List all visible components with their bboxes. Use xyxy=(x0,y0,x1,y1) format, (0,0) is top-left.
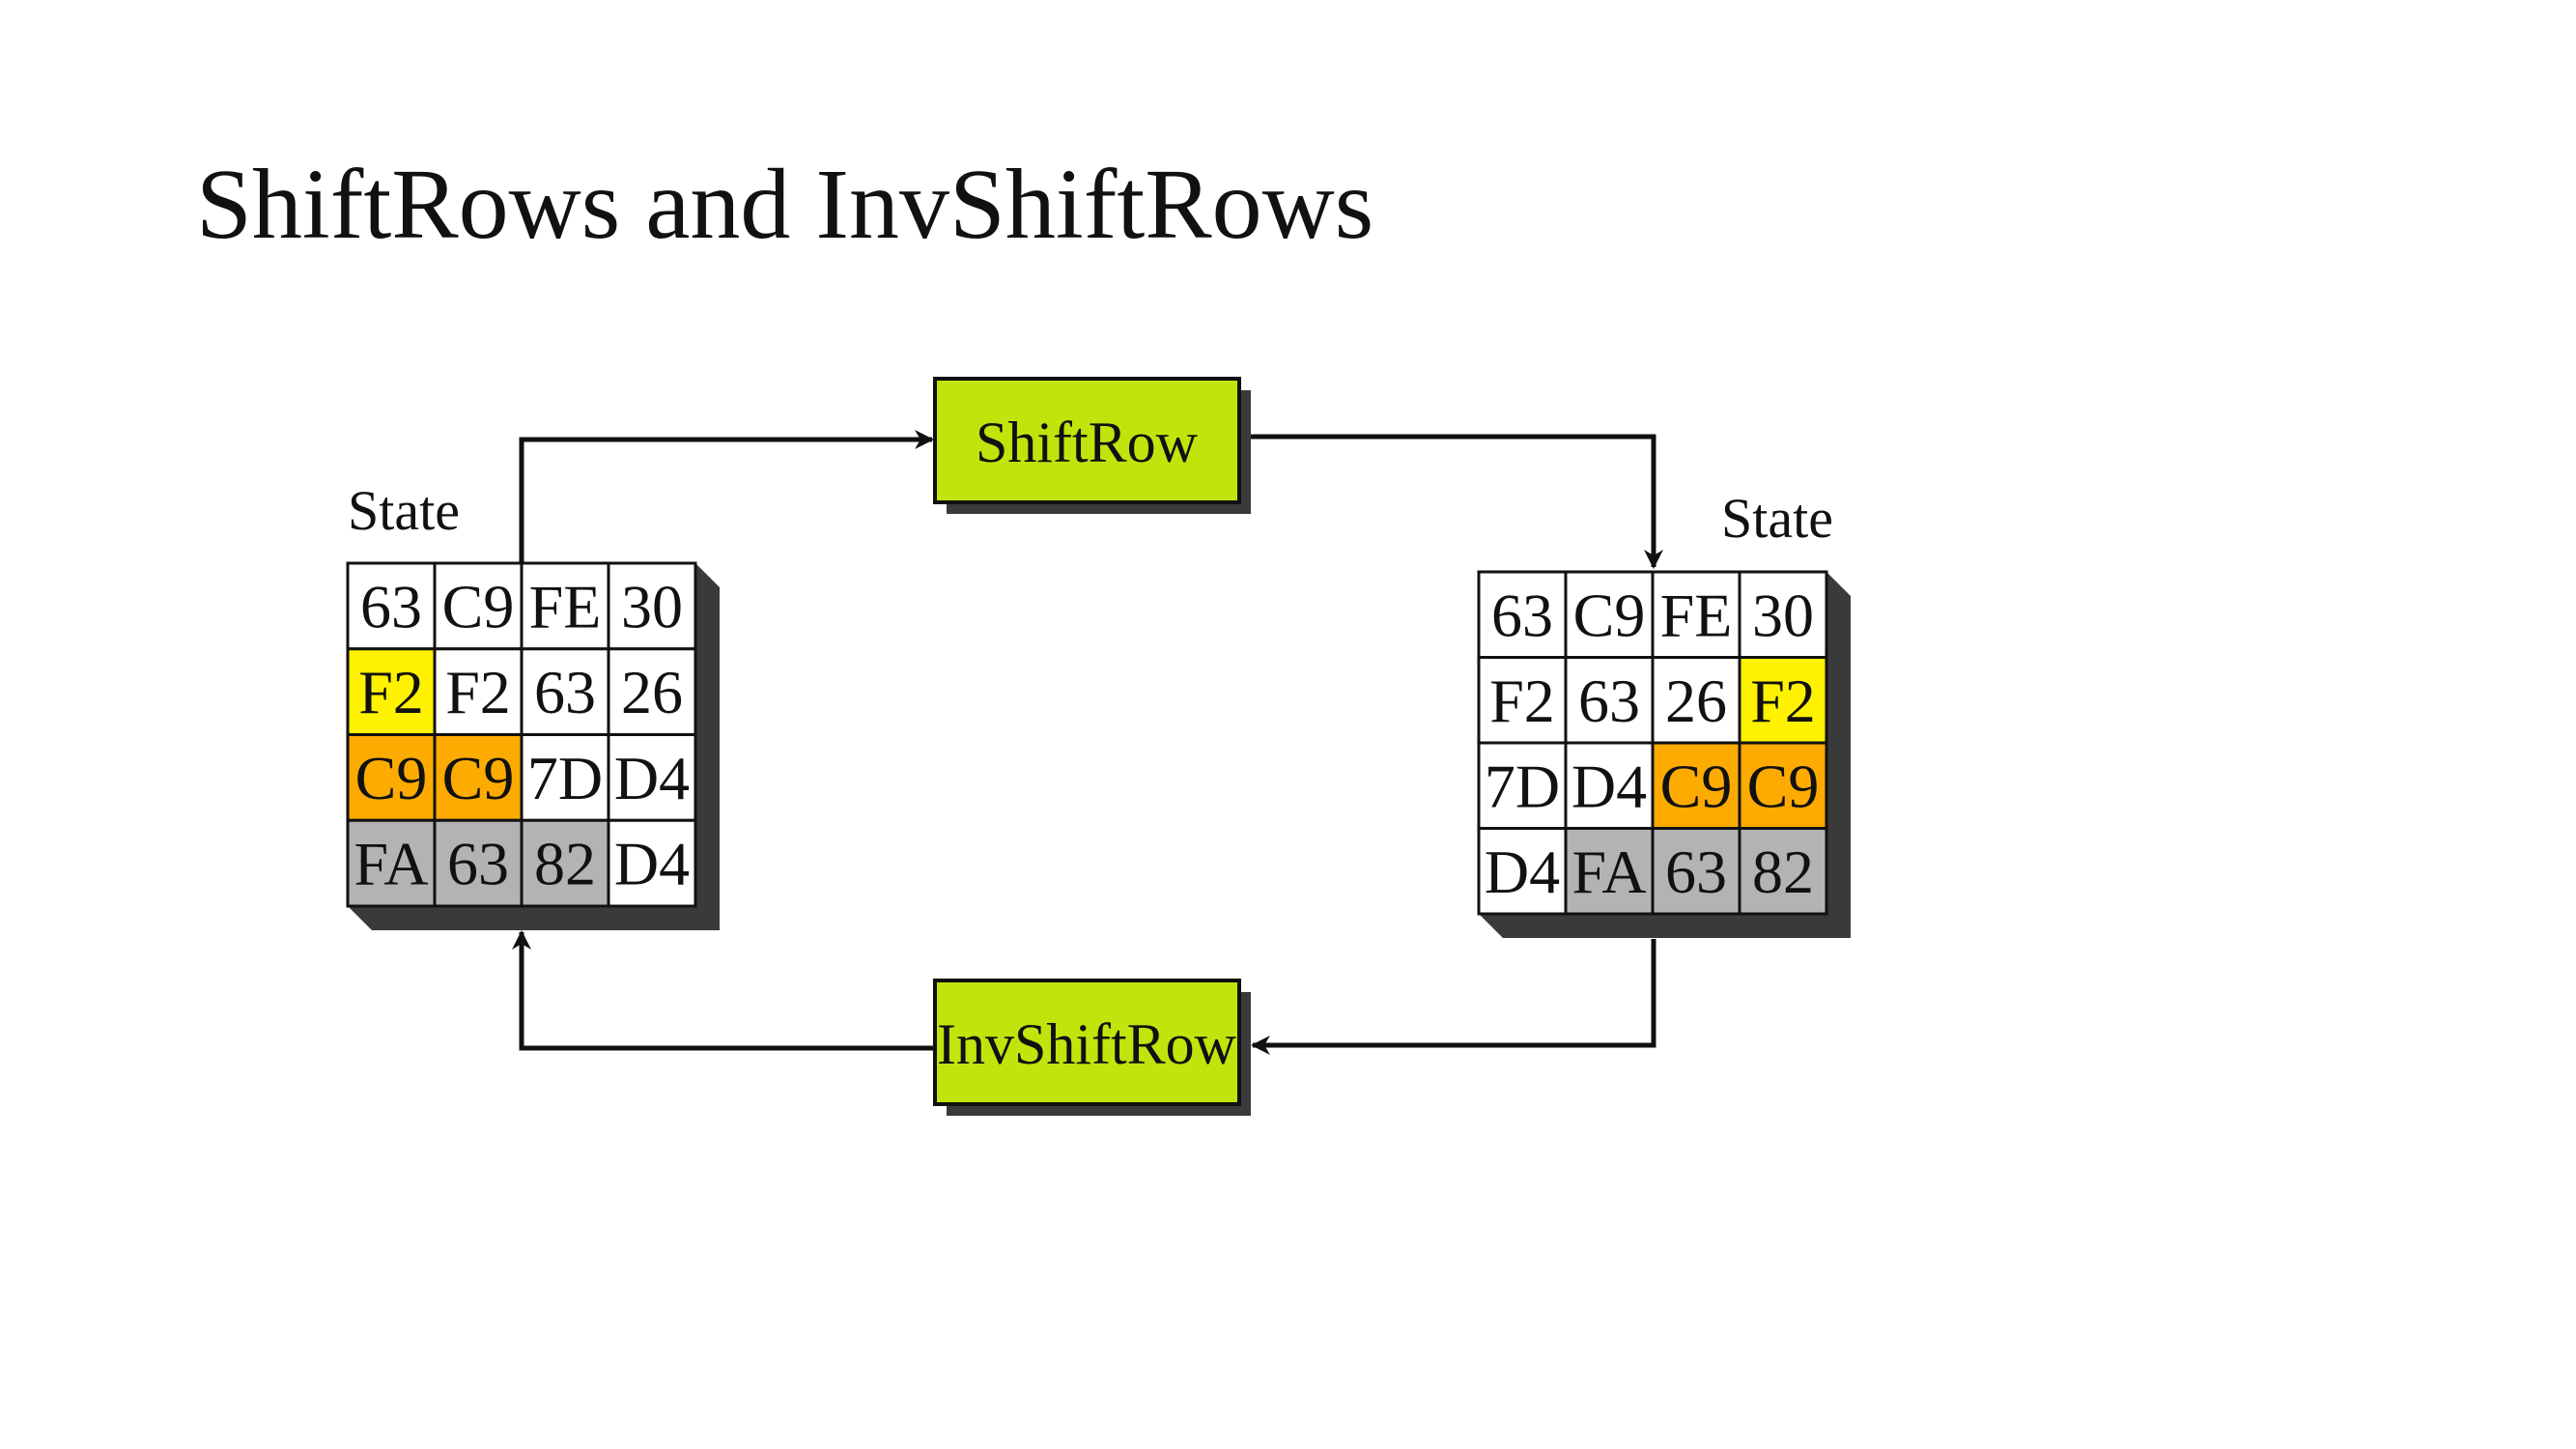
left-state-cell-bg xyxy=(433,561,524,651)
left-state-cell-bg xyxy=(607,733,697,822)
right-state-cell: C9 xyxy=(1660,752,1733,820)
left-state-cell-bg xyxy=(433,647,524,736)
right-state-cell: D4 xyxy=(1571,752,1647,820)
slide-title: ShiftRows and InvShiftRows xyxy=(196,149,1374,260)
arrow-right-to-invshiftrow xyxy=(1251,939,1656,1055)
left-state-cell: D4 xyxy=(614,830,690,898)
left-state-cell-bg xyxy=(520,818,610,908)
invshiftrow-label: InvShiftRow xyxy=(937,1012,1237,1076)
right-state-cell: 7D xyxy=(1485,752,1560,820)
right-state-cell-bg xyxy=(1738,656,1828,745)
left-state-cell: FE xyxy=(529,572,602,640)
right-state-cell: 63 xyxy=(1491,581,1553,649)
right-state-cell-bg xyxy=(1738,741,1828,830)
right-state-cell-bg xyxy=(1477,827,1568,916)
left-state-cell: 82 xyxy=(534,830,596,898)
right-state-cell: D4 xyxy=(1485,838,1560,906)
left-state-cell: 63 xyxy=(360,572,422,640)
right-state-cell: FE xyxy=(1660,581,1733,649)
left-state-cell: 7D xyxy=(527,744,603,812)
left-state-cell-bg xyxy=(346,818,437,908)
right-state-cell: C9 xyxy=(1747,752,1820,820)
right-state-cell: FA xyxy=(1571,838,1646,906)
right-state-cell: C9 xyxy=(1573,581,1646,649)
right-state-cell: 82 xyxy=(1752,838,1814,906)
right-state-cell-bg xyxy=(1564,741,1655,830)
left-state-cell-bg xyxy=(433,818,524,908)
right-state-cell: 63 xyxy=(1665,838,1727,906)
arrow-invshiftrow-to-left xyxy=(512,930,937,1051)
left-state-cell: F2 xyxy=(358,658,424,726)
right-state-cell: F2 xyxy=(1750,667,1816,735)
left-state-cell-bg xyxy=(607,818,697,908)
right-state-cell: 26 xyxy=(1665,667,1727,735)
left-state-cell-bg xyxy=(607,561,697,651)
left-state-cell: 30 xyxy=(621,572,683,640)
left-state-cell: C9 xyxy=(442,744,515,812)
left-state-cell: C9 xyxy=(355,744,428,812)
invshiftrow-box: InvShiftRow xyxy=(933,979,1251,1116)
shiftrow-label: ShiftRow xyxy=(976,411,1199,474)
arrow-shiftrow-to-right xyxy=(1251,434,1663,569)
left-state-label: State xyxy=(348,479,460,542)
left-state-cell-bg xyxy=(346,561,437,651)
left-state-cell-bg xyxy=(520,733,610,822)
left-state-cell: 26 xyxy=(621,658,683,726)
left-state-cell-bg xyxy=(520,561,610,651)
shiftrow-box: ShiftRow xyxy=(933,377,1251,514)
left-state-cell: D4 xyxy=(614,744,690,812)
left-state-cell: FA xyxy=(354,830,428,898)
right-state-cell: 63 xyxy=(1578,667,1640,735)
arrow-left-to-shiftrow xyxy=(519,430,934,565)
right-state-label: State xyxy=(1721,487,1833,550)
left-state-cell-bg xyxy=(520,647,610,736)
connectors xyxy=(512,430,1663,1055)
left-state-cell: 63 xyxy=(447,830,509,898)
right-state-cell: 30 xyxy=(1752,581,1814,649)
left-state-cell: F2 xyxy=(445,658,511,726)
right-state-cell-bg xyxy=(1738,827,1828,916)
right-state-cell-bg xyxy=(1651,570,1741,659)
right-state-cell: F2 xyxy=(1489,667,1555,735)
right-state-cell-bg xyxy=(1564,827,1655,916)
left-state-cell: 63 xyxy=(534,658,596,726)
left-state-cell: C9 xyxy=(442,572,515,640)
right-state-cell-bg xyxy=(1651,827,1741,916)
